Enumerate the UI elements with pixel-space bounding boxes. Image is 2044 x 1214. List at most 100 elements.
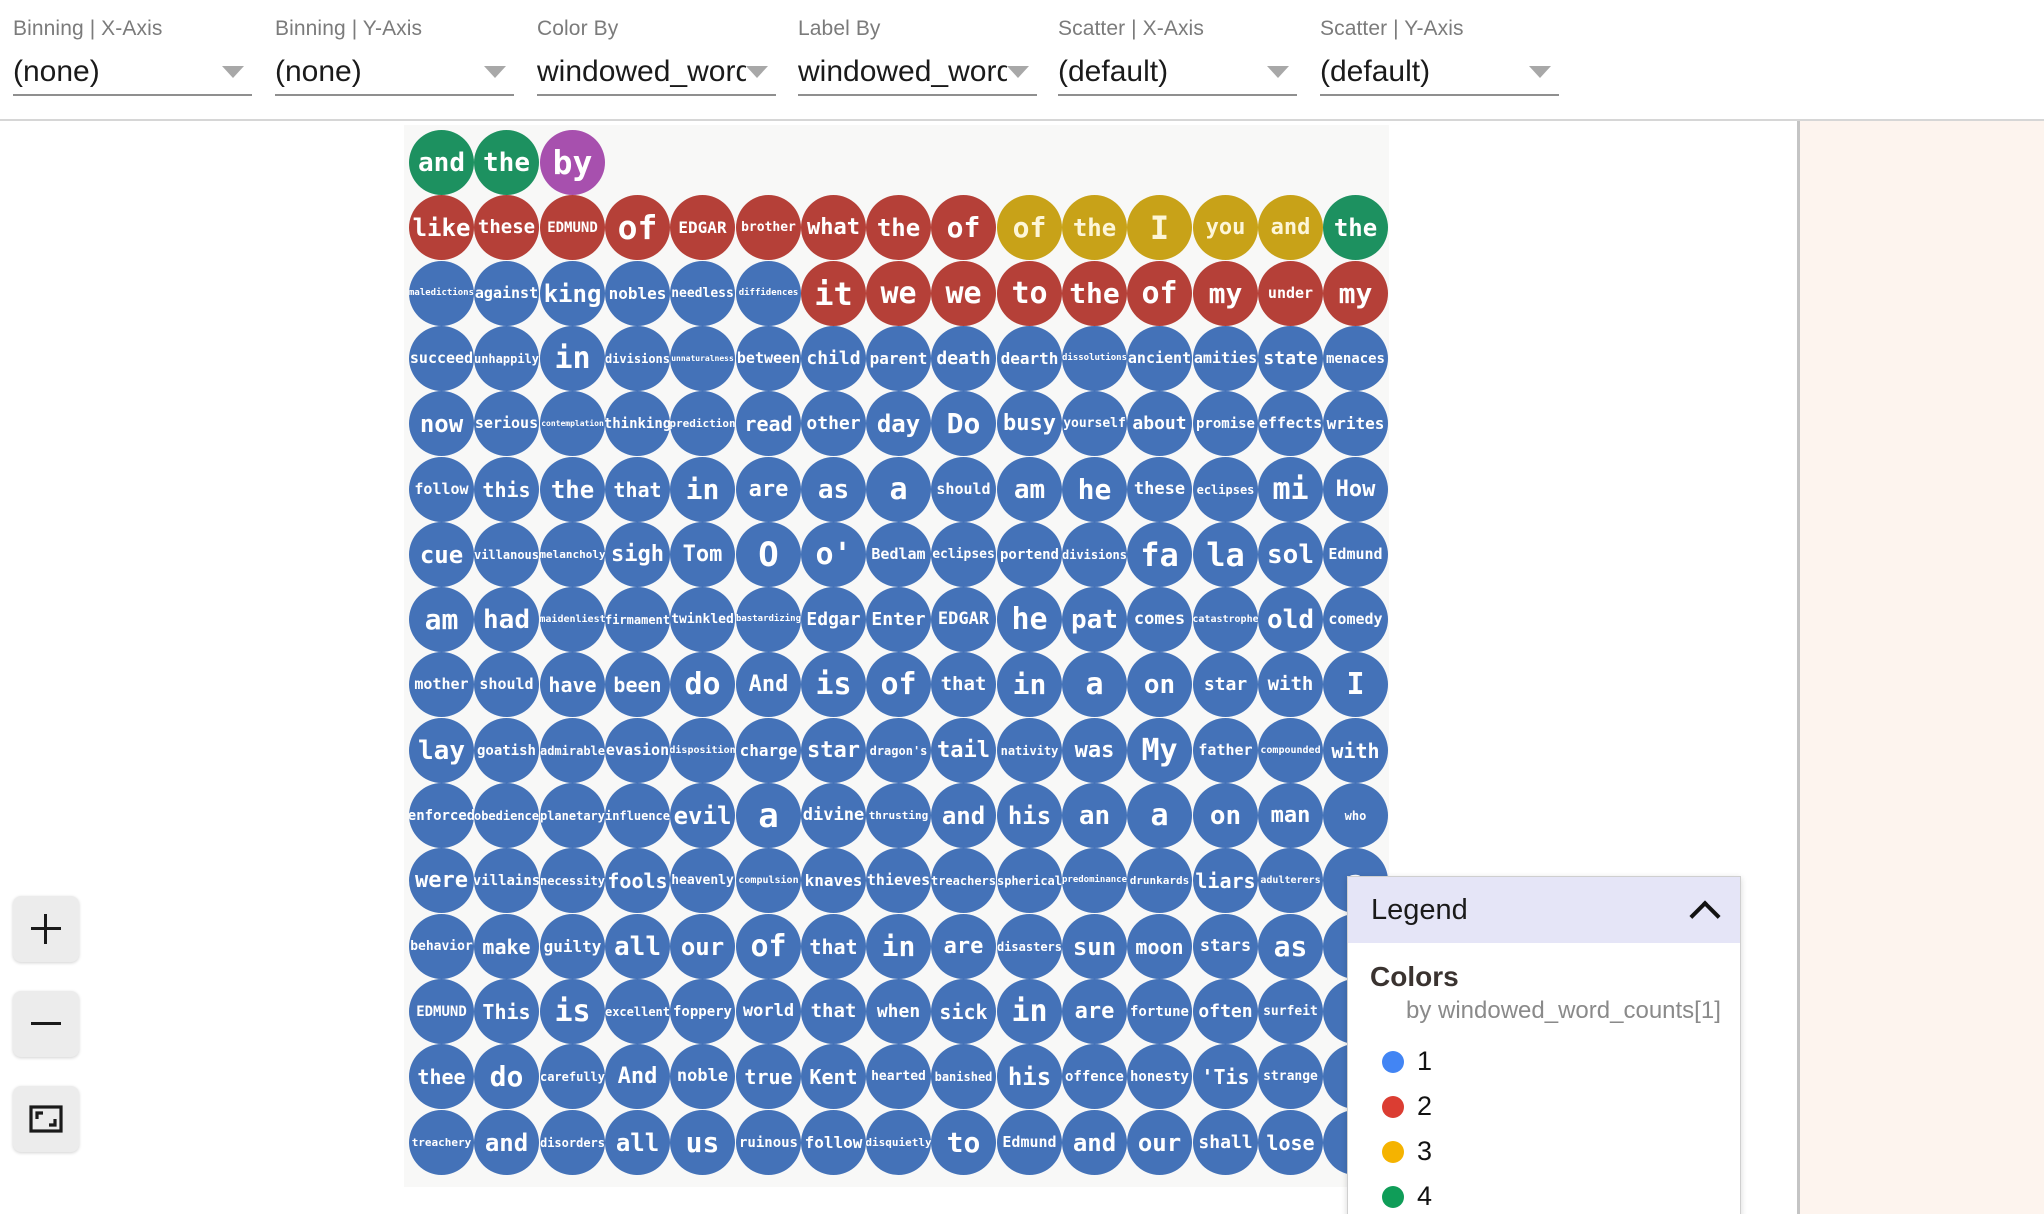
scatter-bubble[interactable]: fa — [1127, 522, 1192, 587]
scatter-bubble[interactable]: influence — [605, 783, 670, 848]
scatter-bubble[interactable]: evil — [670, 783, 735, 848]
scatter-bubble[interactable]: necessity — [540, 848, 605, 913]
scatter-bubble[interactable]: on — [1127, 652, 1192, 717]
scatter-bubble[interactable]: father — [1193, 718, 1258, 783]
scatter-bubble[interactable]: lay — [409, 718, 474, 783]
scatter-bubble[interactable]: a — [1127, 783, 1192, 848]
scatter-bubble[interactable]: are — [931, 914, 996, 979]
control-select[interactable]: windowed_word_c — [537, 50, 776, 96]
scatter-bubble[interactable]: maledictions — [409, 261, 474, 326]
scatter-bubble[interactable]: villains — [474, 848, 539, 913]
scatter-bubble[interactable]: firmament — [605, 587, 670, 652]
scatter-bubble[interactable]: against — [474, 261, 539, 326]
scatter-bubble[interactable]: fools — [605, 848, 670, 913]
scatter-bubble[interactable]: our — [670, 914, 735, 979]
scatter-bubble[interactable]: o' — [801, 522, 866, 587]
scatter-bubble[interactable]: often — [1193, 979, 1258, 1044]
chevron-down-icon[interactable] — [746, 66, 768, 78]
scatter-bubble[interactable]: 'Tis — [1193, 1044, 1258, 1109]
scatter-bubble[interactable]: do — [474, 1044, 539, 1109]
scatter-bubble[interactable]: melancholy — [540, 522, 605, 587]
control-binning-x-axis[interactable]: Binning | X-Axis(none) — [13, 17, 252, 103]
scatter-bubble[interactable]: and — [1258, 195, 1323, 260]
scatter-bubble[interactable]: we — [931, 261, 996, 326]
scatter-bubble[interactable]: maidenliest — [540, 587, 605, 652]
chevron-down-icon[interactable] — [1007, 66, 1029, 78]
scatter-bubble[interactable]: bastardizing — [736, 587, 801, 652]
scatter-bubble[interactable]: shall — [1193, 1110, 1258, 1175]
scatter-bubble[interactable]: charge — [736, 718, 801, 783]
scatter-bubble[interactable]: with — [1258, 652, 1323, 717]
scatter-bubble[interactable]: and — [409, 130, 474, 195]
scatter-bubble[interactable]: of — [1127, 261, 1192, 326]
chevron-down-icon[interactable] — [484, 66, 506, 78]
scatter-bubble[interactable]: mi — [1258, 457, 1323, 522]
scatter-bubble[interactable]: of — [866, 652, 931, 717]
scatter-bubble[interactable]: thinking — [605, 391, 670, 456]
scatter-bubble[interactable]: disorders — [540, 1110, 605, 1175]
scatter-bubble[interactable]: admirable — [540, 718, 605, 783]
zoom-out-button[interactable] — [13, 991, 79, 1057]
scatter-bubble[interactable]: in — [670, 457, 735, 522]
scatter-bubble[interactable]: guilty — [540, 914, 605, 979]
scatter-bubble[interactable]: all — [605, 914, 670, 979]
scatter-bubble[interactable]: I — [1127, 195, 1192, 260]
legend-item[interactable]: 2 — [1370, 1084, 1740, 1129]
scatter-bubble[interactable]: comedy — [1323, 587, 1388, 652]
chevron-down-icon[interactable] — [222, 66, 244, 78]
scatter-bubble[interactable]: the — [474, 130, 539, 195]
scatter-bubble[interactable]: is — [540, 979, 605, 1044]
control-select[interactable]: (none) — [13, 50, 252, 96]
scatter-bubble[interactable]: Edmund — [1323, 522, 1388, 587]
scatter-bubble[interactable]: villanous — [474, 522, 539, 587]
scatter-bubble[interactable]: amities — [1193, 326, 1258, 391]
scatter-bubble[interactable]: that — [605, 457, 670, 522]
scatter-bubble[interactable]: make — [474, 914, 539, 979]
scatter-bubble[interactable]: disposition — [670, 718, 735, 783]
scatter-bubble[interactable]: lose — [1258, 1110, 1323, 1175]
scatter-bubble[interactable]: Enter — [866, 587, 931, 652]
scatter-bubble[interactable]: contemplation — [540, 391, 605, 456]
scatter-bubble[interactable]: carefully — [540, 1044, 605, 1109]
scatter-bubble[interactable]: obedience — [474, 783, 539, 848]
control-binning-y-axis[interactable]: Binning | Y-Axis(none) — [275, 17, 514, 103]
scatter-bubble[interactable]: are — [736, 457, 801, 522]
scatter-bubble[interactable]: were — [409, 848, 474, 913]
scatter-bubble[interactable]: my — [1323, 261, 1388, 326]
scatter-bubble[interactable]: of — [997, 195, 1062, 260]
scatter-bubble[interactable]: to — [997, 261, 1062, 326]
scatter-bubble[interactable]: should — [474, 652, 539, 717]
scatter-bubble[interactable]: am — [409, 587, 474, 652]
scatter-bubble[interactable]: And — [736, 652, 801, 717]
scatter-bubble[interactable]: and — [1062, 1110, 1127, 1175]
scatter-bubble[interactable]: all — [605, 1110, 670, 1175]
scatter-bubble[interactable]: unnaturalness — [670, 326, 735, 391]
scatter-bubble[interactable]: serious — [474, 391, 539, 456]
scatter-bubble[interactable]: portend — [997, 522, 1062, 587]
scatter-bubble[interactable]: sick — [931, 979, 996, 1044]
scatter-bubble[interactable]: stars — [1193, 914, 1258, 979]
scatter-bubble[interactable]: we — [866, 261, 931, 326]
scatter-bubble[interactable]: busy — [997, 391, 1062, 456]
scatter-bubble[interactable]: that — [801, 979, 866, 1044]
scatter-bubble[interactable]: enforced — [409, 783, 474, 848]
scatter-bubble[interactable]: heavenly — [670, 848, 735, 913]
scatter-bubble[interactable]: who — [1323, 783, 1388, 848]
scatter-bubble[interactable]: was — [1062, 718, 1127, 783]
scatter-bubble[interactable]: compulsion — [736, 848, 801, 913]
legend-header[interactable]: Legend — [1348, 877, 1740, 943]
scatter-bubble[interactable]: in — [540, 326, 605, 391]
control-select[interactable]: (default) — [1058, 50, 1297, 96]
chevron-up-icon[interactable] — [1692, 897, 1718, 923]
scatter-bubble[interactable]: am — [997, 457, 1062, 522]
scatter-bubble[interactable]: And — [605, 1044, 670, 1109]
scatter-bubble[interactable]: catastrophe — [1193, 587, 1258, 652]
legend-item[interactable]: 1 — [1370, 1039, 1740, 1084]
scatter-bubble[interactable]: the — [1062, 261, 1127, 326]
scatter-bubble[interactable]: like — [409, 195, 474, 260]
scatter-bubble[interactable]: mother — [409, 652, 474, 717]
scatter-bubble[interactable]: moon — [1127, 914, 1192, 979]
scatter-bubble[interactable]: yourself — [1062, 391, 1127, 456]
scatter-bubble[interactable]: Edmund — [997, 1110, 1062, 1175]
